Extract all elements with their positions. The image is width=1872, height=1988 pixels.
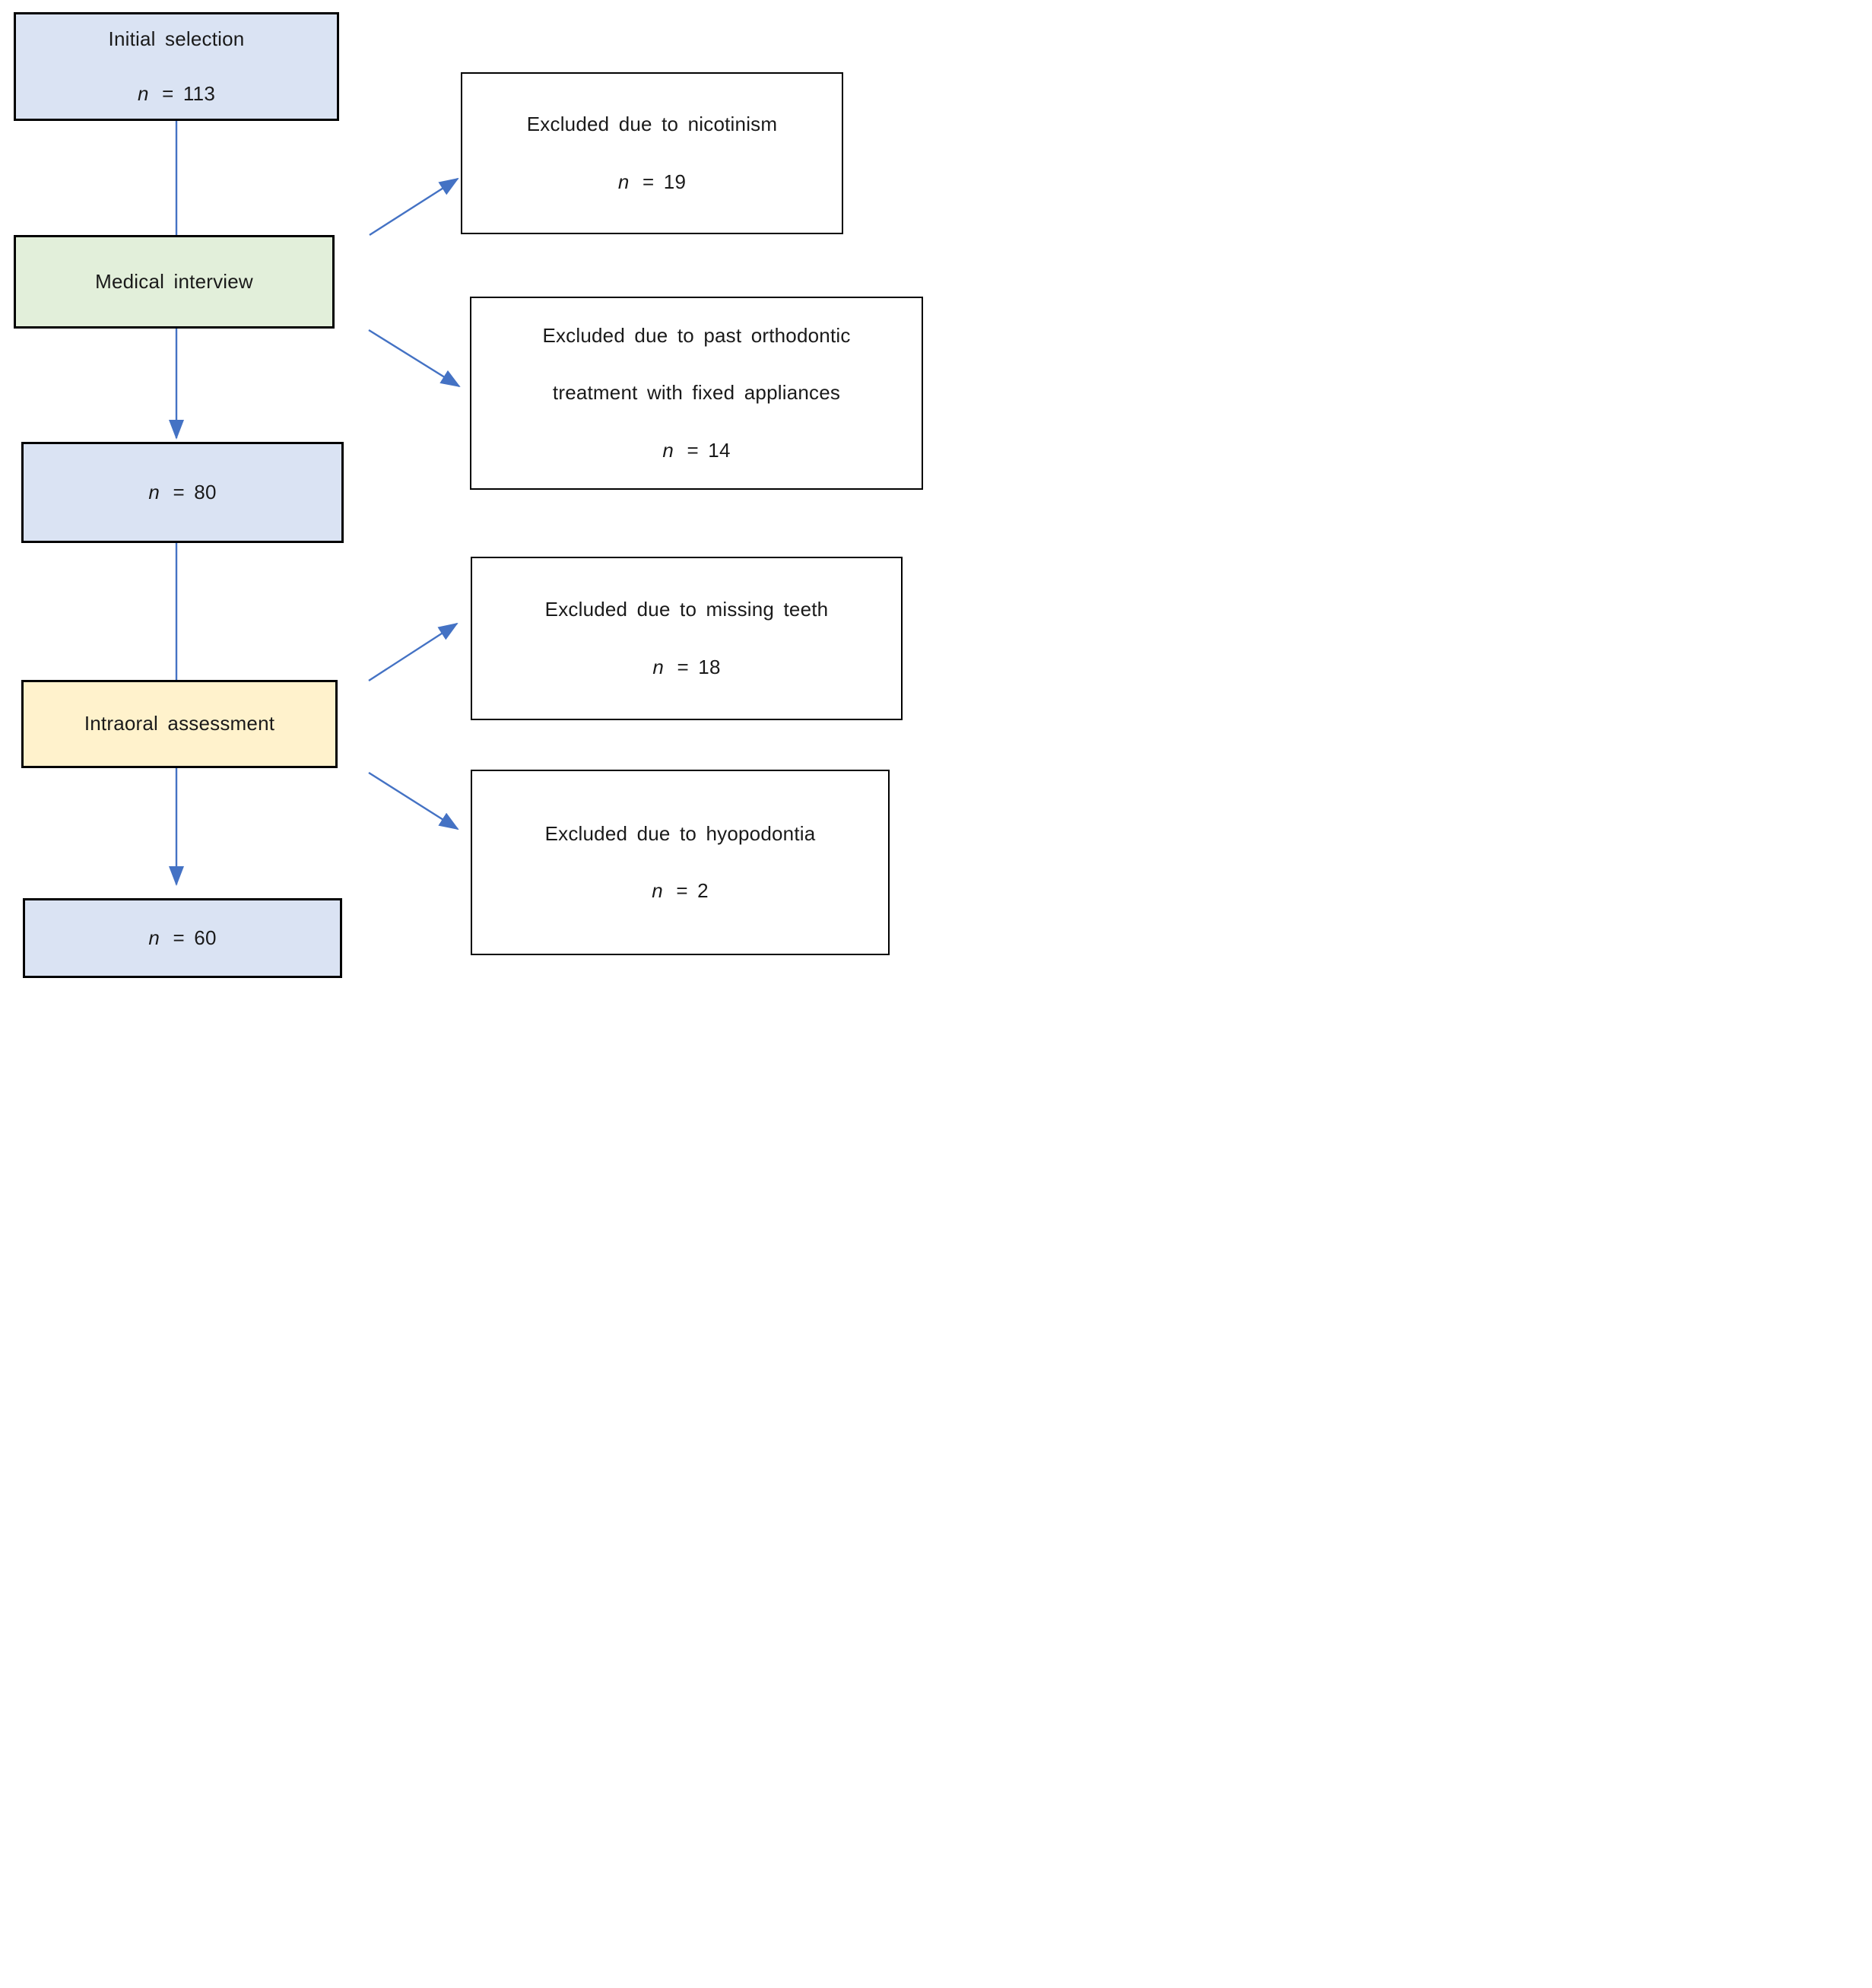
medical-interview-box: Medical interview (14, 235, 335, 329)
intraoral-assessment-box: Intraoral assessment (21, 680, 338, 768)
n-symbol: n (148, 926, 160, 949)
initial-selection-box: Initial selection n = 113 (14, 12, 339, 121)
initial-selection-count: n = 113 (138, 82, 215, 106)
excluded-hyopodontia-box: Excluded due to hyopodontia n = 2 (471, 770, 890, 955)
n-symbol: n (148, 480, 160, 503)
n-value: = 14 (687, 438, 731, 462)
excluded-nicotinism-count: n = 19 (618, 170, 686, 194)
excluded-orthodontic-label-line2: treatment with fixed appliances (552, 381, 841, 405)
arrow-to-nicotinism (369, 177, 459, 237)
excluded-missing-teeth-label: Excluded due to missing teeth (544, 598, 829, 621)
excluded-orthodontic-count: n = 14 (662, 439, 730, 462)
excluded-nicotinism-label: Excluded due to nicotinism (526, 113, 778, 136)
n-symbol: n (652, 879, 663, 902)
excluded-hyopodontia-count: n = 2 (652, 879, 709, 903)
medical-interview-label: Medical interview (95, 269, 253, 293)
arrow-to-missing-teeth (368, 622, 458, 682)
excluded-nicotinism-box: Excluded due to nicotinism n = 19 (461, 72, 843, 234)
n-value: = 113 (162, 81, 215, 105)
n-symbol: n (662, 438, 674, 462)
n-value: = 2 (676, 879, 709, 902)
excluded-missing-teeth-box: Excluded due to missing teeth n = 18 (471, 557, 903, 720)
n-value: = 60 (173, 926, 217, 949)
n60-count: n = 60 (148, 926, 216, 950)
n80-box: n = 80 (21, 442, 344, 543)
excluded-orthodontic-box: Excluded due to past orthodontic treatme… (470, 297, 923, 490)
arrow-to-hyopodontia (368, 771, 459, 830)
n-value: = 19 (642, 170, 687, 193)
n80-count: n = 80 (148, 481, 216, 504)
intraoral-assessment-label: Intraoral assessment (84, 712, 275, 735)
n-symbol: n (617, 170, 630, 193)
n-value: = 80 (173, 480, 217, 503)
excluded-hyopodontia-label: Excluded due to hyopodontia (544, 821, 816, 845)
connector-arrows (169, 121, 461, 886)
excluded-orthodontic-label-line1: Excluded due to past orthodontic (542, 324, 851, 348)
n-symbol: n (138, 81, 149, 105)
n-symbol: n (652, 655, 665, 678)
flow-diagram: Initial selection n = 113 Medical interv… (0, 0, 936, 994)
arrow-to-orthodontic (368, 329, 461, 388)
n-value: = 18 (677, 655, 721, 678)
initial-selection-label: Initial selection (108, 27, 245, 51)
n60-box: n = 60 (23, 898, 342, 978)
excluded-missing-teeth-count: n = 18 (652, 656, 720, 679)
